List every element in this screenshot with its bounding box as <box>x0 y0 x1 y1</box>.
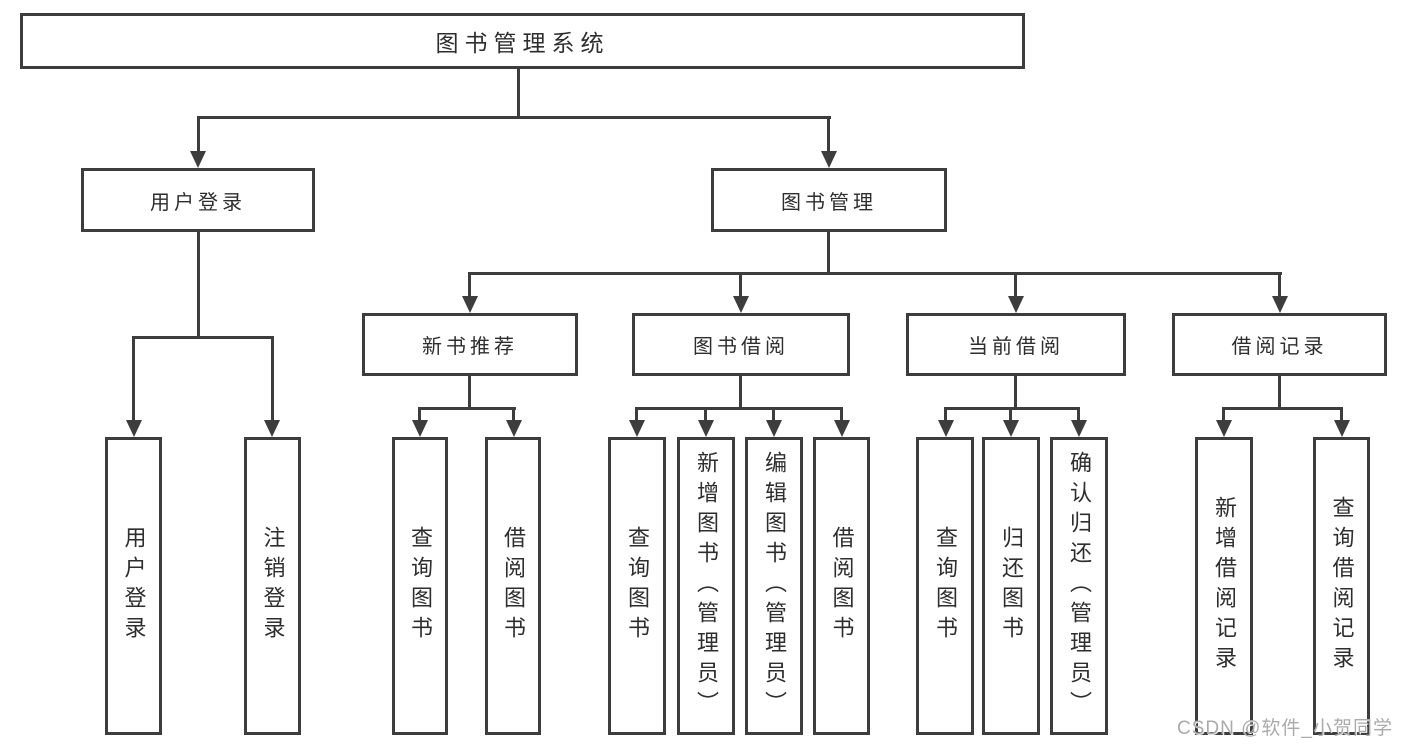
leaf-label: 查询借阅记录 <box>1329 496 1355 676</box>
node-label: 借阅记录 <box>1231 336 1328 358</box>
arrow-down-icon <box>834 420 850 437</box>
node-label: 图书借阅 <box>693 336 789 358</box>
connector-drop <box>1340 407 1343 423</box>
leaf-edit-books-admin: 编辑图书（管理员） <box>745 437 803 735</box>
leaf-label: 查询图书 <box>625 526 650 646</box>
connector-drop <box>512 407 515 423</box>
node-label: 图书管理 <box>781 191 877 214</box>
connector-drop <box>944 407 947 423</box>
connector-rail <box>469 272 1282 275</box>
arrow-down-icon <box>126 420 142 437</box>
connector-stem <box>468 376 471 410</box>
connector-stem <box>1278 376 1281 410</box>
connector-drop <box>1077 407 1080 423</box>
leaf-label: 归还图书 <box>999 526 1024 646</box>
node-book-borrowing: 图书借阅 <box>632 313 850 376</box>
node-root: 图书管理系统 <box>20 13 1025 69</box>
connector-drop <box>827 116 830 154</box>
connector-drop <box>772 407 775 423</box>
connector-drop <box>271 336 274 422</box>
connector-stem <box>517 69 520 119</box>
node-user-login: 用户登录 <box>81 168 315 232</box>
arrow-down-icon <box>821 151 837 168</box>
leaf-label: 编辑图书（管理员） <box>762 451 787 721</box>
node-label: 当前借阅 <box>968 336 1064 358</box>
arrow-down-icon <box>506 420 522 437</box>
arrow-down-icon <box>264 420 280 437</box>
connector-drop <box>635 407 638 423</box>
connector-rail <box>197 116 831 119</box>
leaf-label: 借阅图书 <box>501 526 526 646</box>
connector-rail <box>944 407 1080 410</box>
node-new-book-recommendation: 新书推荐 <box>362 313 578 376</box>
connector-stem <box>197 232 200 339</box>
arrow-down-icon <box>1071 420 1087 437</box>
connector-rail <box>635 407 843 410</box>
leaf-borrow-books-borrowing: 借阅图书 <box>813 437 870 735</box>
connector-drop <box>197 116 200 154</box>
arrow-down-icon <box>462 296 478 313</box>
arrow-down-icon <box>938 420 954 437</box>
connector-stem <box>1014 376 1017 410</box>
leaf-label: 查询图书 <box>408 526 433 646</box>
arrow-down-icon <box>1216 420 1232 437</box>
leaf-query-books-borrowing: 查询图书 <box>608 437 666 735</box>
connector-drop <box>1222 407 1225 423</box>
connector-stem <box>827 232 830 275</box>
leaf-label: 新增图书（管理员） <box>694 451 719 721</box>
watermark: CSDN @软件_小贺同学 <box>1177 718 1393 739</box>
arrow-down-icon <box>698 420 714 437</box>
connector-drop <box>1014 272 1017 298</box>
leaf-label: 用户登录 <box>121 526 147 646</box>
leaf-confirm-return-admin: 确认归还（管理员） <box>1050 437 1108 735</box>
node-book-management: 图书管理 <box>711 168 947 232</box>
node-borrowing-records: 借阅记录 <box>1172 313 1387 376</box>
arrow-down-icon <box>1272 296 1288 313</box>
arrow-down-icon <box>1008 296 1024 313</box>
leaf-label: 新增借阅记录 <box>1212 496 1237 676</box>
leaf-label: 注销登录 <box>260 526 286 646</box>
leaf-label: 借阅图书 <box>829 526 855 646</box>
leaf-return-books: 归还图书 <box>982 437 1040 735</box>
connector-drop <box>739 272 742 298</box>
connector-rail <box>1222 407 1343 410</box>
arrow-down-icon <box>1003 420 1019 437</box>
connector-drop <box>132 336 135 422</box>
connector-drop <box>468 272 471 298</box>
node-label: 用户登录 <box>150 191 246 214</box>
arrow-down-icon <box>1334 420 1350 437</box>
leaf-logout: 注销登录 <box>244 437 301 735</box>
leaf-label: 查询图书 <box>933 526 958 646</box>
node-current-borrowing: 当前借阅 <box>906 313 1126 376</box>
connector-rail <box>419 407 516 410</box>
leaf-user-login: 用户登录 <box>105 437 162 735</box>
arrow-down-icon <box>629 420 645 437</box>
connector-rail <box>133 336 274 339</box>
leaf-label: 确认归还（管理员） <box>1067 451 1092 721</box>
connector-stem <box>739 376 742 410</box>
arrow-down-icon <box>412 420 428 437</box>
connector-drop <box>1009 407 1012 423</box>
leaf-query-borrow-record: 查询借阅记录 <box>1313 437 1370 735</box>
connector-drop <box>1278 272 1281 298</box>
leaf-query-books-current: 查询图书 <box>916 437 974 735</box>
arrow-down-icon <box>190 151 206 168</box>
node-label: 图书管理系统 <box>435 30 610 56</box>
connector-drop <box>704 407 707 423</box>
connector-drop <box>418 407 421 423</box>
node-label: 新书推荐 <box>422 336 518 358</box>
leaf-add-books-admin: 新增图书（管理员） <box>677 437 735 735</box>
leaf-borrow-books-recommend: 借阅图书 <box>485 437 541 735</box>
connector-drop <box>840 407 843 423</box>
arrow-down-icon <box>766 420 782 437</box>
arrow-down-icon <box>733 296 749 313</box>
leaf-add-borrow-record: 新增借阅记录 <box>1195 437 1253 735</box>
leaf-query-books-recommend: 查询图书 <box>392 437 448 735</box>
